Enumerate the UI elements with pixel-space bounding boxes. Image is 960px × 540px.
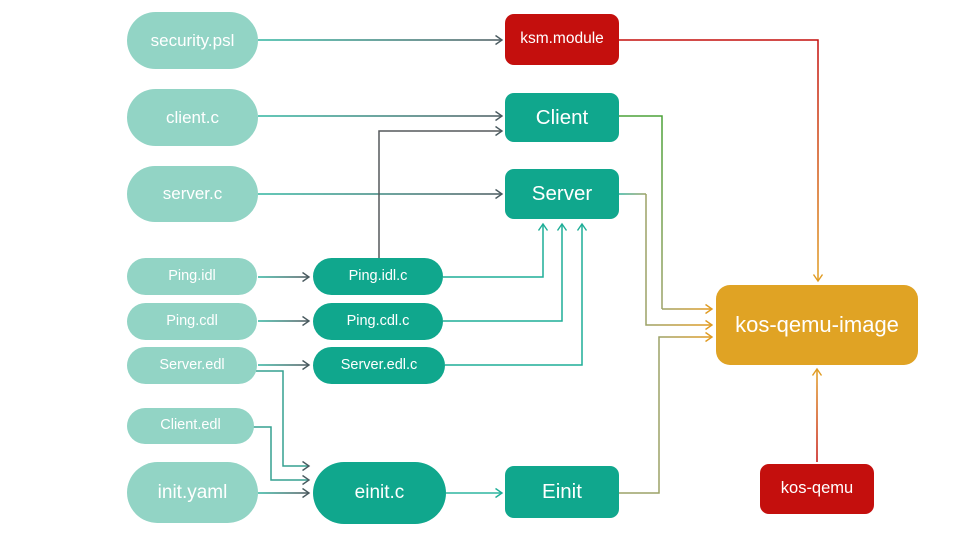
node-server-c: server.c	[127, 166, 258, 222]
node-client-c-label: client.c	[166, 107, 219, 127]
node-server-label: Server	[531, 182, 593, 206]
edge-ping-idl-c-to-client	[378, 125, 504, 258]
node-ping-cdl: Ping.cdl	[127, 303, 257, 340]
node-security-psl: security.psl	[127, 12, 258, 69]
node-init-yaml-label: init.yaml	[157, 481, 228, 503]
node-kos-qemu-label: kos-qemu	[780, 479, 854, 498]
node-client: Client	[505, 93, 619, 142]
node-ping-idl-label: Ping.idl	[168, 267, 216, 284]
node-security-psl-label: security.psl	[150, 30, 235, 50]
node-client-label: Client	[535, 105, 589, 129]
node-ping-idl-c: Ping.idl.c	[313, 258, 443, 295]
node-ksm-module-label: ksm.module	[520, 30, 604, 48]
node-kos-qemu-image: kos-qemu-image	[716, 285, 918, 365]
node-server-edl-label: Server.edl	[159, 356, 225, 373]
node-server-edl: Server.edl	[127, 347, 257, 384]
edge-server-edl-c-to-server	[445, 222, 588, 366]
node-ping-cdl-c-label: Ping.cdl.c	[346, 312, 410, 329]
node-client-edl-label: Client.edl	[160, 417, 221, 434]
edge-server-to-kos-qemu-image	[645, 194, 714, 331]
edge-ping-cdl-c-to-server	[443, 222, 568, 322]
edge-client-edl-to-einit-c	[253, 426, 311, 486]
node-ping-idl: Ping.idl	[127, 258, 257, 295]
node-einit-label: Einit	[542, 480, 582, 504]
node-server-c-label: server.c	[162, 184, 223, 204]
node-server-edl-c: Server.edl.c	[313, 347, 445, 384]
edge-einit-to-kos-qemu-image	[619, 331, 714, 494]
node-ksm-module: ksm.module	[505, 14, 619, 65]
node-kos-qemu-image-label: kos-qemu-image	[735, 312, 899, 338]
node-einit-c: einit.c	[313, 462, 446, 524]
node-ping-idl-c-label: Ping.idl.c	[348, 267, 408, 284]
edge-server-edl-to-einit-c	[256, 370, 311, 472]
node-kos-qemu: kos-qemu	[760, 464, 874, 514]
node-ping-cdl-c: Ping.cdl.c	[313, 303, 443, 340]
node-server: Server	[505, 169, 619, 219]
node-ping-cdl-label: Ping.cdl	[166, 312, 218, 329]
edge-ksm-module-to-kos-qemu-image	[619, 39, 824, 283]
node-einit-c-label: einit.c	[354, 482, 405, 504]
edge-ping-idl-c-to-server	[443, 222, 549, 278]
node-client-c: client.c	[127, 89, 258, 146]
node-server-edl-c-label: Server.edl.c	[340, 356, 418, 373]
node-einit: Einit	[505, 466, 619, 518]
edge-client-to-kos-qemu-image-drop	[619, 115, 663, 309]
node-client-edl: Client.edl	[127, 408, 254, 444]
node-init-yaml: init.yaml	[127, 462, 258, 523]
